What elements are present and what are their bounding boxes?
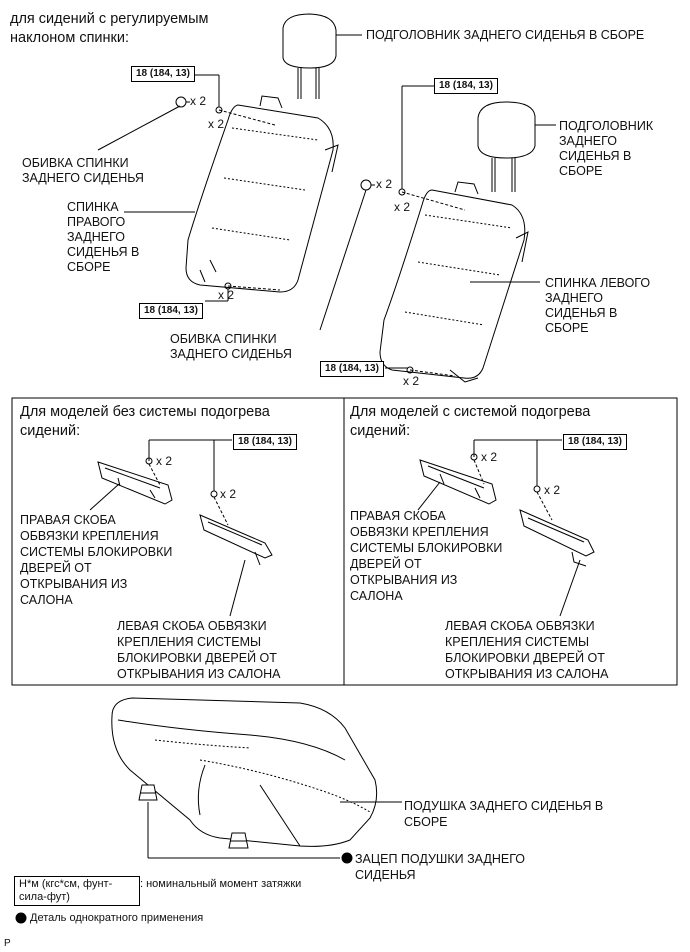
label-bracket-right-heater: ПРАВАЯ СКОБА ОБВЯЗКИ КРЕПЛЕНИЯ СИСТЕМЫ Б…: [350, 509, 503, 603]
single-use-dot-icon: [341, 852, 353, 864]
label-bracket-right-no-heater: ПРАВАЯ СКОБА ОБВЯЗКИ КРЕПЛЕНИЯ СИСТЕМЫ Б…: [20, 513, 173, 607]
torque-box: 18 (184, 13): [563, 434, 627, 450]
label-back-left: СПИНКА ЛЕВОГО ЗАДНЕГО СИДЕНЬЯ В СБОРЕ: [545, 276, 651, 335]
right-headrest-drawing: [282, 13, 337, 99]
left-headrest-drawing: [477, 101, 536, 192]
legend-torque-desc: : номинальный момент затяжки: [140, 878, 302, 890]
left-panel-right-bracket-drawing: [97, 461, 173, 505]
label-headrest-right: ПОДГОЛОВНИК ЗАДНЕГО СИДЕНЬЯ В СБОРЕ: [366, 28, 645, 42]
count-label: x 2: [190, 94, 207, 108]
legend-torque-unit: Н*м (кгс*см, фунт- сила-фут): [14, 876, 140, 906]
count-label: x 2: [403, 374, 420, 388]
torque-box: 18 (184, 13): [320, 361, 384, 377]
cushion-drawing: [111, 697, 378, 847]
label-bracket-left-no-heater: ЛЕВАЯ СКОБА ОБВЯЗКИ КРЕПЛЕНИЯ СИСТЕМЫ БЛ…: [117, 619, 281, 681]
label-bracket-left-heater: ЛЕВАЯ СКОБА ОБВЯЗКИ КРЕПЛЕНИЯ СИСТЕМЫ БЛ…: [445, 619, 609, 681]
panel-without-heater-title: Для моделей без системы подогрева сидени…: [20, 404, 270, 439]
label-cover-left: ОБИВКА СПИНКИ ЗАДНЕГО СИДЕНЬЯ: [170, 332, 292, 361]
right-panel-right-bracket-drawing: [419, 459, 497, 505]
count-label: x 2: [394, 200, 411, 214]
label-headrest-left: ПОДГОЛОВНИК ЗАДНЕГО СИДЕНЬЯ В СБОРЕ: [559, 119, 654, 178]
right-panel-left-bracket-drawing: [519, 509, 595, 567]
label-cushion: ПОДУШКА ЗАДНЕГО СИДЕНЬЯ В СБОРЕ: [404, 799, 604, 829]
count-label: x 2: [544, 483, 561, 497]
label-back-right: СПИНКА ПРАВОГО ЗАДНЕГО СИДЕНЬЯ В СБОРЕ: [67, 200, 140, 274]
label-cover-right: ОБИВКА СПИНКИ ЗАДНЕГО СИДЕНЬЯ: [22, 156, 144, 185]
count-label: x 2: [376, 177, 393, 191]
cushion-hook-1-drawing: [138, 784, 158, 801]
count-label: x 2: [208, 117, 225, 131]
header-line-2: наклоном спинки:: [10, 30, 130, 46]
header-line-1: для сидений с регулируемым: [10, 11, 209, 27]
label-cushion-hook: ЗАЦЕП ПОДУШКИ ЗАДНЕГО СИДЕНЬЯ: [355, 852, 526, 882]
cushion-hook-2-drawing: [228, 832, 249, 849]
torque-box: 18 (184, 13): [233, 434, 297, 450]
panel-with-heater-title: Для моделей с системой подогрева сидений…: [350, 404, 591, 439]
count-label: x 2: [156, 454, 173, 468]
torque-box: 18 (184, 13): [131, 66, 195, 82]
count-label: x 2: [220, 487, 237, 501]
legend-single-use: Деталь однократного применения: [30, 912, 204, 924]
right-seatback-drawing: [185, 95, 339, 293]
torque-box: 18 (184, 13): [434, 78, 498, 94]
torque-box: 18 (184, 13): [139, 303, 203, 319]
count-label: x 2: [218, 288, 235, 302]
panel-with-heater: [343, 397, 678, 686]
footer-code: P: [4, 938, 11, 949]
count-label: x 2: [481, 450, 498, 464]
single-use-legend-dot-icon: [15, 912, 27, 924]
left-panel-left-bracket-drawing: [199, 514, 273, 566]
